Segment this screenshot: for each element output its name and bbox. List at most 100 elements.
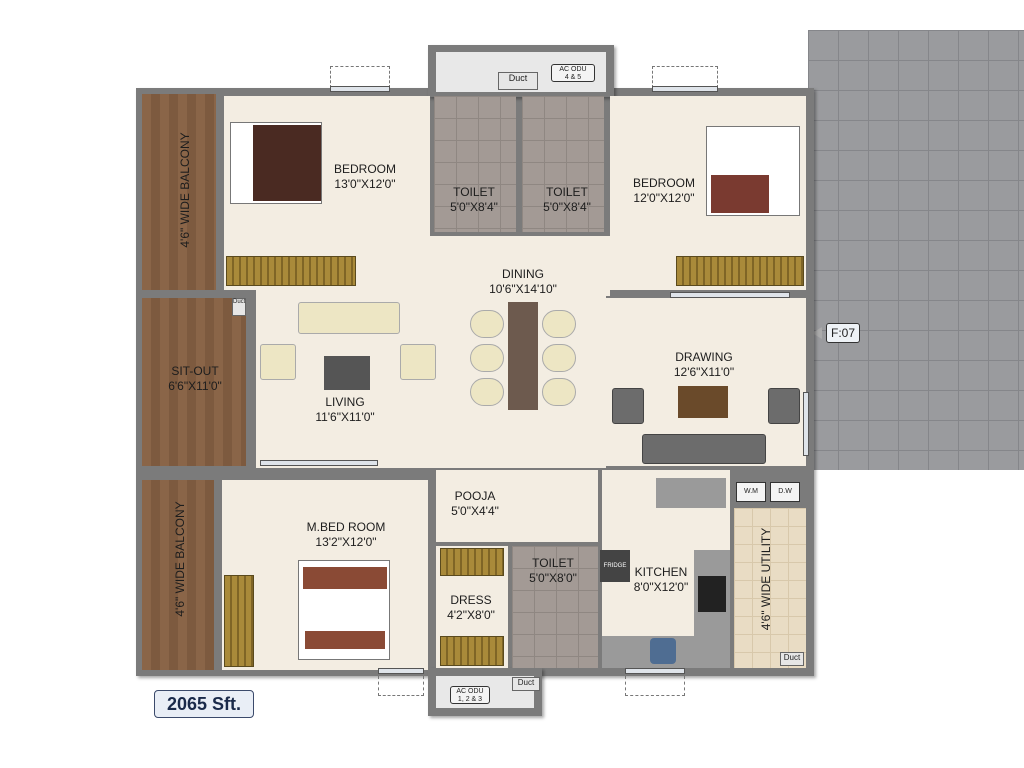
coffee-table xyxy=(324,356,370,390)
hob xyxy=(698,576,726,612)
flat-number: F:07 xyxy=(830,326,855,340)
wardrobe xyxy=(224,575,254,667)
window-projection xyxy=(652,66,718,88)
ac-odu-units: 1, 2 & 3 xyxy=(457,696,483,703)
bed xyxy=(298,560,390,660)
room-size: 8'0"X12'0" xyxy=(633,580,689,594)
room-size: 13'2"X12'0" xyxy=(315,535,377,549)
room-size: 5'0"X8'0" xyxy=(529,571,577,585)
armchair xyxy=(612,388,644,424)
label-balcony-top: 4'6" WIDE BALCONY xyxy=(178,130,192,250)
window xyxy=(330,86,390,92)
balcony-top xyxy=(142,94,216,290)
chair xyxy=(470,378,504,406)
washing-machine: W.M xyxy=(736,482,766,502)
room-name: TOILET xyxy=(532,556,574,570)
window xyxy=(260,460,378,466)
wardrobe xyxy=(676,256,804,286)
room-size: 12'0"X12'0" xyxy=(633,191,695,205)
bed xyxy=(230,122,322,204)
flat-number-tag: F:07 xyxy=(826,323,860,343)
toilet-3-floor xyxy=(512,546,598,668)
sit-out-floor xyxy=(142,298,246,466)
window xyxy=(378,668,424,674)
pooja-floor xyxy=(436,470,598,542)
wardrobe xyxy=(440,636,504,666)
room-size: 4'2"X8'0" xyxy=(447,608,495,622)
room-name: BEDROOM xyxy=(632,176,695,190)
corridor-paving xyxy=(808,30,1024,470)
sofa xyxy=(642,434,766,464)
duct-living: Duct xyxy=(232,298,246,316)
room-size: 5'0"X4'4" xyxy=(451,504,499,518)
room-name: 4'6" WIDE BALCONY xyxy=(178,132,192,248)
room-name: 4'6" WIDE BALCONY xyxy=(173,501,187,617)
wardrobe xyxy=(440,548,504,576)
duct-label: Duct xyxy=(783,653,801,662)
duct-label: Duct xyxy=(508,73,528,83)
room-name: M.BED ROOM xyxy=(306,520,386,534)
toilet-1-floor xyxy=(434,96,516,232)
chair xyxy=(542,310,576,338)
room-name: KITCHEN xyxy=(634,565,688,579)
window-projection xyxy=(330,66,390,88)
room-name: DRAWING xyxy=(675,350,733,364)
duct-bottom: Duct xyxy=(512,677,540,691)
chair xyxy=(470,344,504,372)
sofa xyxy=(298,302,400,334)
armchair xyxy=(768,388,800,424)
chair xyxy=(542,378,576,406)
window xyxy=(625,668,685,674)
room-size: 5'0"X8'4" xyxy=(543,200,591,214)
toilet-2-floor xyxy=(522,96,604,232)
label-utility: 4'6" WIDE UTILITY xyxy=(759,519,773,639)
ac-odu-label: AC ODU xyxy=(456,688,484,695)
room-name: POOJA xyxy=(454,489,496,503)
chair xyxy=(470,310,504,338)
area-badge: 2065 Sft. xyxy=(154,690,254,718)
room-name: BEDROOM xyxy=(333,162,396,176)
window xyxy=(670,292,790,298)
ac-odu-label: AC ODU xyxy=(559,66,587,73)
dishwasher: D.W xyxy=(770,482,800,502)
window xyxy=(803,392,809,456)
sink xyxy=(650,638,676,664)
room-size: 13'0"X12'0" xyxy=(334,177,396,191)
armchair xyxy=(400,344,436,380)
ac-odu-units: 4 & 5 xyxy=(564,74,582,81)
room-size: 10'6"X14'10" xyxy=(489,282,557,296)
coffee-table xyxy=(678,386,728,418)
window-projection xyxy=(625,676,685,696)
dw-label: D.W xyxy=(778,488,792,495)
duct-label: Duct xyxy=(233,299,246,305)
duct-utility: Duct xyxy=(780,652,804,666)
bed xyxy=(706,126,800,216)
dining-table xyxy=(508,302,538,410)
room-name: LIVING xyxy=(325,395,365,409)
wm-label: W.M xyxy=(744,488,758,495)
room-name: TOILET xyxy=(453,185,495,199)
room-size: 6'6"X11'0" xyxy=(168,379,222,393)
room-name: SIT-OUT xyxy=(171,364,219,378)
room-name: 4'6" WIDE UTILITY xyxy=(759,527,773,631)
fridge-label: FRIDGE xyxy=(603,563,627,569)
dining-link-floor xyxy=(360,236,610,296)
room-size: 11'6"X11'0" xyxy=(315,410,375,424)
armchair xyxy=(260,344,296,380)
entry-arrow-icon xyxy=(812,327,822,339)
area-text: 2065 Sft. xyxy=(166,694,242,714)
